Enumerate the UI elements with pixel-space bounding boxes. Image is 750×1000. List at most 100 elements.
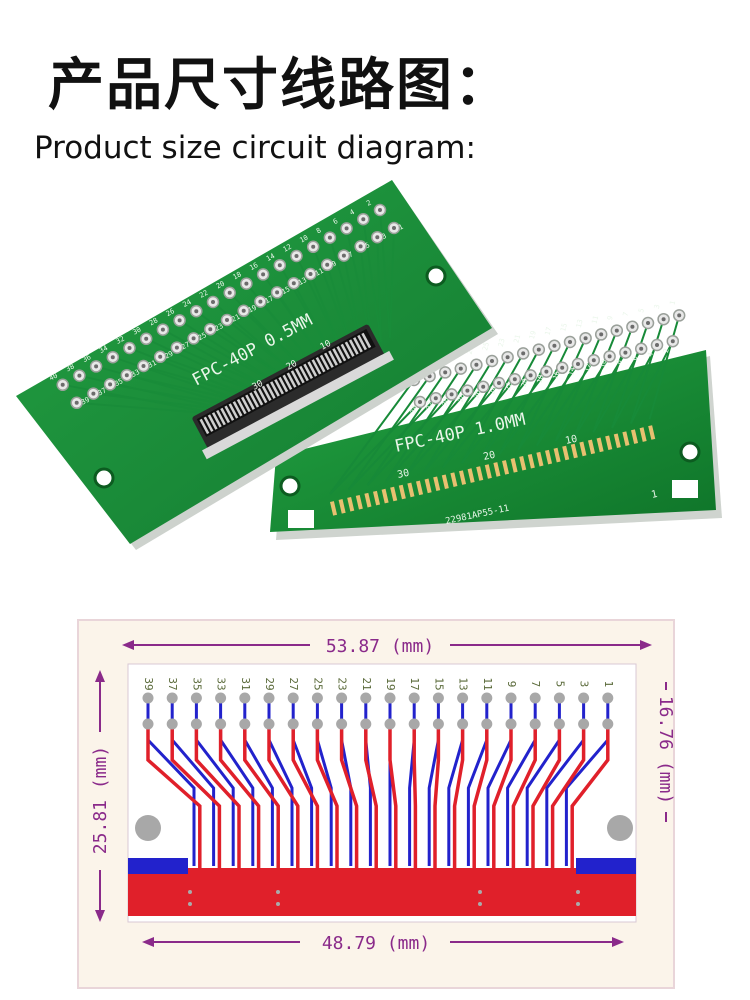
- top-trace: [194, 724, 241, 868]
- pcb-trace: [95, 365, 238, 407]
- pin-label: 9: [505, 681, 518, 688]
- pin-number: 33: [130, 368, 141, 379]
- gold-finger: [588, 439, 596, 455]
- pin-pad: [287, 692, 299, 704]
- connector-contact: [353, 337, 363, 353]
- connector-contact: [253, 390, 264, 406]
- pad-hole: [227, 290, 232, 295]
- pad-hole: [94, 364, 99, 369]
- pcb-trace: [573, 352, 627, 438]
- pcb-trace: [362, 219, 382, 343]
- pcb-trace: [329, 401, 421, 495]
- board-1mm-traces: [329, 315, 681, 495]
- pin-number: 6: [630, 355, 639, 361]
- gold-finger: [570, 443, 578, 459]
- gold-finger: [639, 427, 647, 442]
- pad-hole: [191, 336, 196, 341]
- pin-pad: [384, 718, 396, 730]
- gold-finger: [364, 492, 372, 508]
- pin-label: 11: [481, 677, 494, 690]
- pin-label: 29: [263, 677, 276, 690]
- pad-hole: [568, 340, 572, 344]
- pin-pad: [505, 718, 517, 730]
- connector-contact: [207, 414, 218, 430]
- pin-number: 20: [215, 280, 226, 291]
- connector-contact: [257, 387, 268, 404]
- pad-hole: [583, 336, 588, 341]
- pin-number: 12: [282, 243, 293, 254]
- pad-hole: [344, 226, 349, 231]
- pin-label: 17: [408, 677, 421, 690]
- connector-contact: [199, 418, 210, 435]
- pcb-trace: [535, 337, 587, 447]
- gold-finger: [536, 451, 544, 467]
- gold-finger: [545, 449, 553, 465]
- pcb-trace: [592, 348, 643, 433]
- pcb-trace: [126, 374, 247, 403]
- gold-finger: [476, 466, 484, 481]
- pin-label: 35: [190, 677, 203, 690]
- pad-hole: [225, 318, 229, 322]
- pin-pad: [263, 718, 275, 730]
- connector-contact: [299, 365, 309, 382]
- pcb-trace: [329, 379, 415, 495]
- pcb-trace: [76, 401, 220, 415]
- pin-pad: [432, 718, 444, 730]
- connector-contact: [240, 396, 251, 413]
- pad-hole: [358, 244, 363, 249]
- pad-hole: [458, 366, 463, 371]
- pcb-trace: [109, 383, 238, 407]
- pad-hole: [277, 263, 282, 268]
- pad-hole: [544, 369, 549, 374]
- connector-contact: [307, 361, 318, 377]
- mount-hole: [679, 441, 701, 463]
- pin-number: 14: [567, 366, 577, 376]
- scale-mark: 10: [564, 434, 578, 447]
- pin-number: 13: [575, 319, 585, 329]
- pin-pad: [408, 692, 420, 704]
- pin-label: 31: [239, 677, 252, 690]
- pin-number: 23: [497, 338, 507, 348]
- pin-number: 18: [536, 374, 546, 384]
- pin-number: 25: [481, 341, 491, 351]
- board-05mm: 2468101214161820222426283032343638401357…: [16, 180, 498, 550]
- pin-number: 21: [512, 334, 522, 344]
- pin-number: 22: [198, 289, 209, 300]
- pin-number: 39: [80, 396, 91, 407]
- top-trace: [412, 724, 418, 868]
- pin-label: 21: [360, 677, 373, 690]
- pin-number: 5: [637, 307, 646, 313]
- via: [276, 890, 280, 894]
- pcb-trace: [93, 392, 229, 411]
- pad-hole: [614, 328, 619, 333]
- pad-hole: [194, 309, 199, 314]
- via: [576, 902, 580, 906]
- pin-label: 27: [287, 677, 300, 690]
- pad-hole: [505, 355, 510, 360]
- connector-contact: [286, 372, 297, 388]
- pcb-trace: [179, 319, 283, 387]
- scale-mark: 30: [396, 468, 410, 481]
- top-trace: [550, 724, 586, 868]
- connector-contact: [224, 405, 235, 421]
- gold-finger: [553, 447, 561, 463]
- title-chinese: 产品尺寸线路图：: [48, 52, 512, 118]
- pin-pad: [239, 718, 251, 730]
- pad-hole: [536, 347, 541, 352]
- gold-finger: [416, 480, 424, 496]
- pcb-trace: [112, 356, 247, 403]
- gold-finger: [493, 462, 501, 477]
- via: [576, 890, 580, 894]
- connector-contact: [245, 394, 255, 410]
- pad-hole: [623, 350, 628, 355]
- pcb-trace: [573, 330, 618, 438]
- pad-hole: [127, 346, 132, 350]
- connector-contact: [328, 350, 338, 366]
- pcb-trace: [348, 397, 437, 491]
- top-trace: [243, 724, 280, 868]
- pad-hole: [91, 391, 96, 396]
- pin-pad: [578, 692, 590, 704]
- pad-hole: [311, 244, 316, 249]
- gold-finger: [484, 464, 492, 479]
- pad-hole: [490, 359, 494, 363]
